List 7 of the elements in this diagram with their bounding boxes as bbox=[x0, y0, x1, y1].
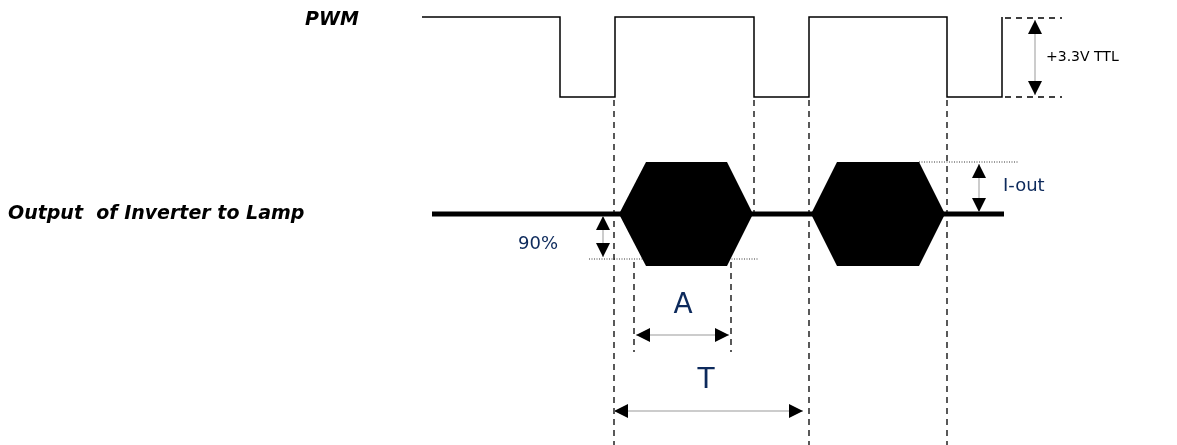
dimension-label: A bbox=[673, 290, 693, 318]
dimension-label: I-out bbox=[1003, 176, 1045, 194]
dimension-label: T bbox=[697, 365, 715, 393]
dimension-label: 90% bbox=[518, 234, 558, 252]
dimension-label: +3.3V TTL bbox=[1046, 49, 1119, 63]
signal-name: Output of Inverter to Lamp bbox=[8, 203, 305, 222]
signal-name: PWM bbox=[305, 9, 359, 28]
